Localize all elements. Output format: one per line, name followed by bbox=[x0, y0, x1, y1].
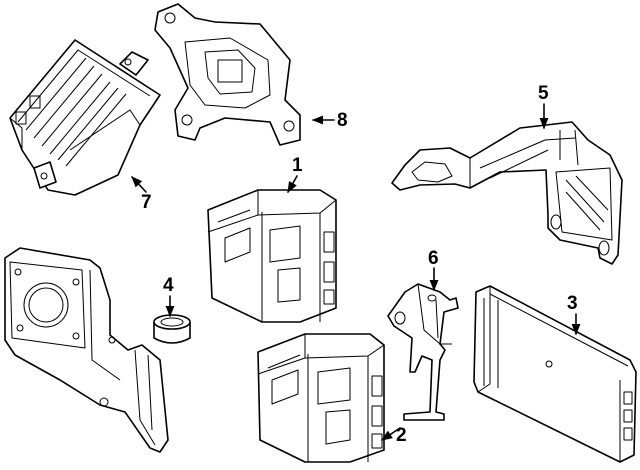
relay-module-part-1 bbox=[207, 189, 337, 323]
control-unit-part-3 bbox=[473, 285, 637, 463]
callout-4: 4 bbox=[163, 275, 174, 296]
leader-line-2 bbox=[381, 427, 401, 441]
callout-leader-lines bbox=[131, 103, 581, 441]
bracket-part-6 bbox=[387, 283, 459, 421]
callout-8: 8 bbox=[337, 110, 348, 131]
relay-module-part-2 bbox=[257, 333, 385, 463]
callout-5: 5 bbox=[538, 83, 549, 104]
mounting-bracket-lower-left bbox=[4, 247, 169, 453]
callout-2: 2 bbox=[396, 425, 407, 446]
callout-6: 6 bbox=[428, 248, 439, 269]
callout-1: 1 bbox=[292, 155, 303, 176]
leader-line-7 bbox=[131, 176, 147, 193]
control-module-part-7 bbox=[9, 39, 161, 196]
bracket-part-5 bbox=[391, 121, 623, 265]
callout-3: 3 bbox=[567, 293, 578, 314]
grommet-part-4 bbox=[153, 314, 191, 344]
bracket-part-8 bbox=[154, 3, 301, 146]
callout-7: 7 bbox=[141, 192, 152, 213]
leader-line-1 bbox=[287, 175, 298, 193]
